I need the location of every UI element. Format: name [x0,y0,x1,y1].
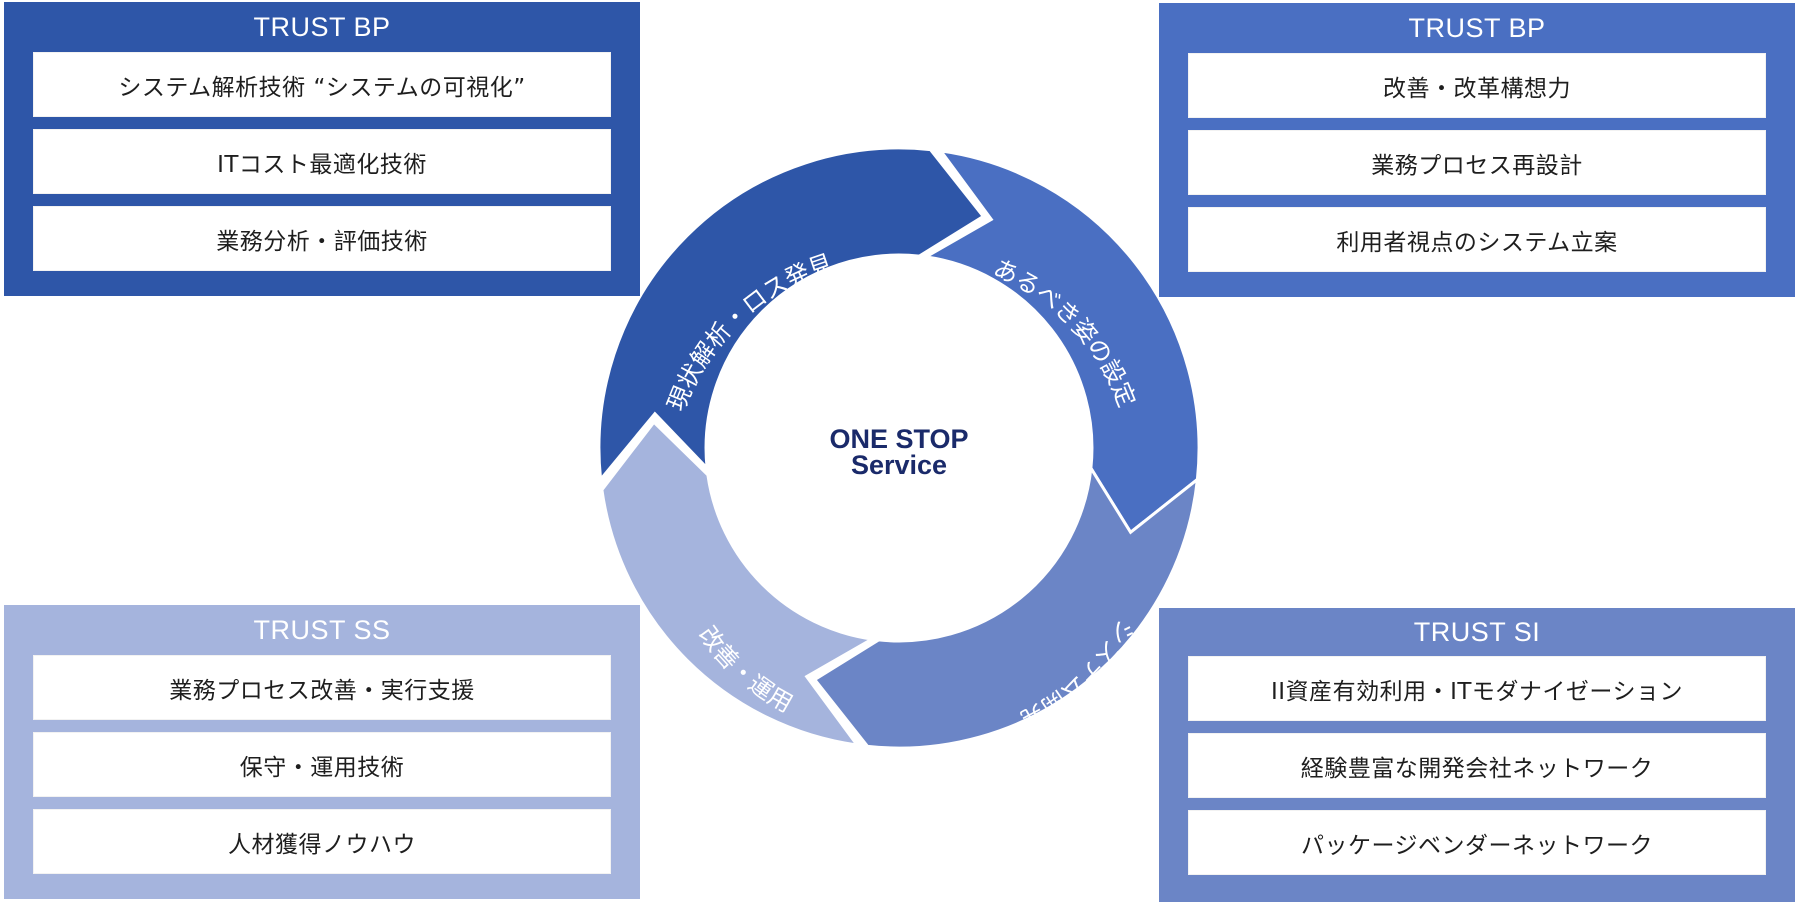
segment-improvement-operation-arrow [600,419,877,748]
panel-item: 保守・運用技術 [33,732,611,797]
panel-title: TRUST BP [1408,13,1546,43]
panel-trust-bp-design: TRUST BP 改善・改革構想力 業務プロセス再設計 利用者視点のシステム立案 [1159,3,1795,297]
panel-title: TRUST BP [253,12,391,42]
panel-item: 業務プロセス改善・実行支援 [33,655,611,720]
panel-item: ITコスト最適化技術 [33,129,611,194]
panel-trust-ss: TRUST SS 業務プロセス改善・実行支援 保守・運用技術 人材獲得ノウハウ [4,605,640,899]
panel-item: パッケージベンダーネットワーク [1188,810,1766,875]
panel-trust-si: TRUST SI II資産有効利用・ITモダナイゼーション 経験豊富な開発会社ネ… [1159,608,1795,902]
panel-item: 経験豊富な開発会社ネットワーク [1188,733,1766,798]
panel-item: 業務プロセス再設計 [1188,130,1766,195]
center-title-line1: ONE STOP [829,424,969,454]
panel-item: 業務分析・評価技術 [33,206,611,271]
center-title-line2: Service [850,450,948,480]
panel-item: II資産有効利用・ITモダナイゼーション [1188,656,1766,721]
panel-item: 人材獲得ノウハウ [33,809,611,874]
panel-title: TRUST SS [253,615,391,645]
panel-trust-bp-analysis: TRUST BP システム解析技術 “システムの可視化” ITコスト最適化技術 … [4,2,640,296]
panel-item: システム解析技術 “システムの可視化” [33,52,611,117]
segment-system-development-arrow [812,463,1200,750]
panel-title: TRUST SI [1413,617,1541,647]
panel-item: 利用者視点のシステム立案 [1188,207,1766,272]
panel-item: 改善・改革構想力 [1188,53,1766,118]
segment-analysis-arrow [597,146,986,484]
